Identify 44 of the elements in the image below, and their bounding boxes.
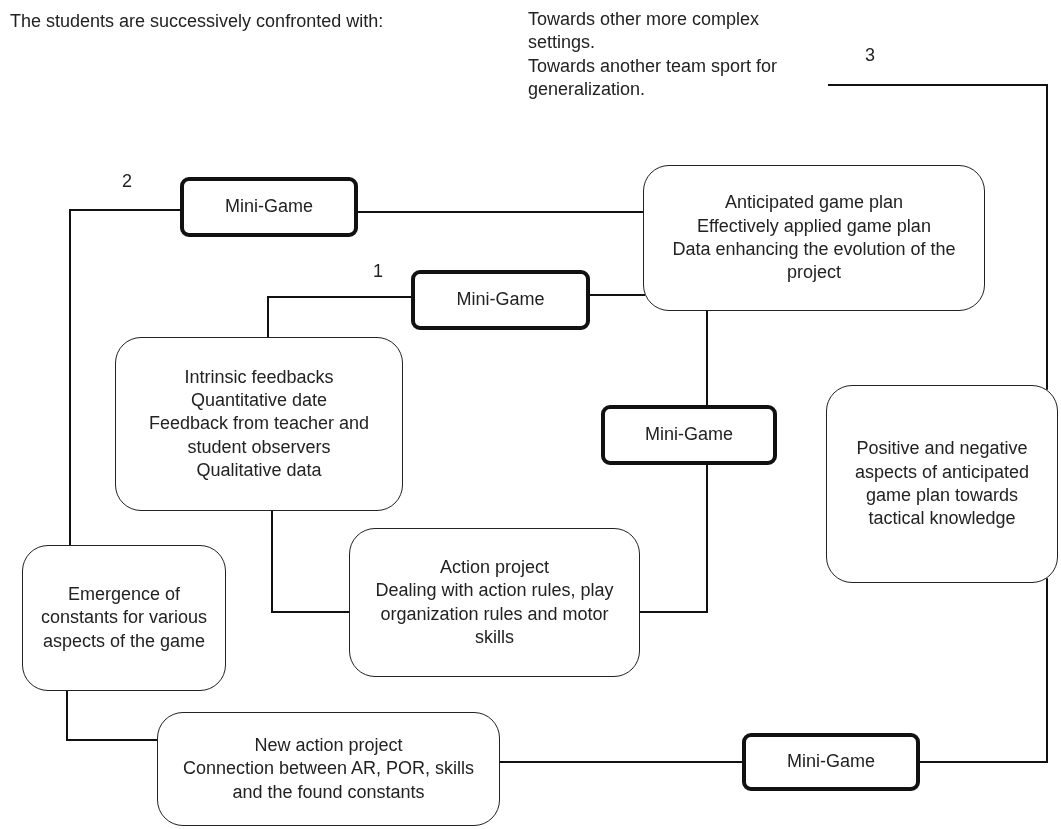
box-text: Mini-Game xyxy=(645,423,733,447)
box-text: Positive and negative aspects of anticipated game plan towards tactical knowledge xyxy=(853,437,1031,531)
process-box xyxy=(22,545,226,691)
box-text: Mini-Game xyxy=(225,195,313,219)
connector-line xyxy=(827,84,1048,391)
box-text: Data enhancing the evolution of the project xyxy=(671,238,957,285)
process-box xyxy=(349,528,640,677)
process-box xyxy=(643,165,985,311)
mini-game-box xyxy=(601,405,777,465)
box-text: Feedback from teacher and student observers xyxy=(147,412,371,459)
connector-line xyxy=(589,294,646,296)
step-number: 1 xyxy=(373,260,383,283)
process-box xyxy=(826,385,1058,583)
connector-line xyxy=(66,690,158,741)
note-text: Towards another team sport for generalization. xyxy=(528,54,779,102)
connector-line xyxy=(499,761,743,763)
box-text: Quantitative date xyxy=(190,388,328,412)
connector-line xyxy=(639,464,708,613)
step-number: 3 xyxy=(865,44,875,67)
connector-line xyxy=(271,510,350,613)
connector-line xyxy=(919,577,1048,763)
mini-game-box xyxy=(411,270,590,330)
box-text: Dealing with action rules, play organization rules and motor skills xyxy=(374,579,615,649)
box-text: Connection between AR, POR, skills and the found constants xyxy=(181,757,476,804)
connector-line xyxy=(69,209,181,546)
box-text: Anticipated game plan xyxy=(724,191,904,215)
box-text: Mini-Game xyxy=(787,750,875,774)
process-box xyxy=(115,337,403,511)
box-text: New action project xyxy=(254,733,403,757)
connector-line xyxy=(706,310,708,406)
box-text: Qualitative data xyxy=(196,459,322,483)
mini-game-box xyxy=(742,733,920,791)
connector-line xyxy=(267,296,412,338)
box-text: Mini-Game xyxy=(456,288,545,312)
note-text: Towards other more complex settings. xyxy=(528,8,761,55)
step-number: 2 xyxy=(122,170,132,193)
process-box xyxy=(157,712,500,826)
box-text: Emergence of constants for various aspects of the game xyxy=(39,582,209,653)
heading-text: The students are successively confronted with: xyxy=(10,10,384,33)
box-text: Effectively applied game plan xyxy=(697,214,931,238)
mini-game-box xyxy=(180,177,358,237)
box-text: Intrinsic feedbacks xyxy=(184,365,334,389)
connector-line xyxy=(357,211,644,213)
box-text: Action project xyxy=(439,555,550,579)
